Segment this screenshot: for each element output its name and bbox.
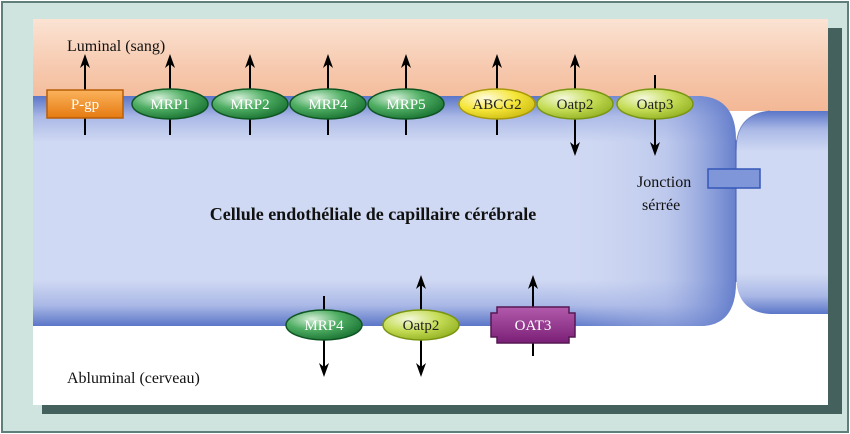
luminal-transporter-mrp5: MRP5: [367, 54, 445, 135]
luminal-mrp4-label: MRP4: [308, 97, 348, 113]
luminal-mrp5-shape: [367, 88, 445, 120]
luminal-p-gp-label: P-gp: [71, 97, 99, 113]
cell-label: Cellule endothéliale de capillaire céréb…: [210, 204, 537, 224]
neighbour-cell: [736, 111, 828, 314]
abluminal-mrp4-shape: [285, 309, 363, 341]
luminal-transporter-p-gp: P-gp: [46, 54, 124, 135]
abluminal-oat3-label: OAT3: [515, 318, 552, 334]
abluminal-oatp2-label: Oatp2: [403, 318, 440, 334]
luminal-transporters: P-gp MRP1 MRP2 MRP4 MRP5 ABCG2 Oatp2 Oatp3: [46, 54, 694, 156]
junction-label-line1: Jonction: [637, 174, 691, 191]
luminal-p-gp-shape: [46, 89, 124, 119]
luminal-mrp4-shape: [289, 88, 367, 120]
luminal-label: Luminal (sang): [67, 38, 165, 55]
luminal-transporter-mrp2: MRP2: [211, 54, 289, 135]
luminal-transporter-mrp4: MRP4: [289, 54, 367, 135]
abluminal-oat3-shape: [490, 306, 576, 344]
luminal-oatp2-shape: [536, 88, 614, 120]
luminal-mrp2-label: MRP2: [230, 97, 269, 113]
abluminal-transporter-oat3: OAT3: [490, 275, 576, 356]
luminal-transporter-oatp3: Oatp3: [616, 75, 694, 156]
abluminal-transporter-mrp4: MRP4: [285, 296, 363, 377]
luminal-mrp1-label: MRP1: [150, 97, 189, 113]
endothelial-cell-shading: [560, 96, 736, 326]
abluminal-label: Abluminal (cerveau): [67, 370, 200, 387]
abluminal-oatp2-shape: [382, 309, 460, 341]
luminal-mrp1-shape: [131, 88, 209, 120]
abluminal-transporter-oatp2: Oatp2: [382, 275, 460, 377]
luminal-oatp2-label: Oatp2: [557, 97, 594, 113]
luminal-transporter-oatp2: Oatp2: [536, 54, 614, 156]
luminal-transporter-mrp1: MRP1: [131, 54, 209, 135]
luminal-mrp2-shape: [211, 88, 289, 120]
luminal-oatp3-shape: [616, 88, 694, 120]
luminal-mrp5-label: MRP5: [386, 97, 425, 113]
abluminal-transporters: MRP4 Oatp2 OAT3: [285, 275, 576, 377]
luminal-abcg2-shape: [458, 88, 536, 120]
junction-label-line2: sérrée: [642, 197, 680, 214]
tight-junction: [707, 168, 761, 189]
abluminal-mrp4-label: MRP4: [304, 318, 344, 334]
luminal-abcg2-label: ABCG2: [472, 97, 521, 113]
luminal-oatp3-label: Oatp3: [637, 97, 674, 113]
luminal-transporter-abcg2: ABCG2: [458, 54, 536, 135]
